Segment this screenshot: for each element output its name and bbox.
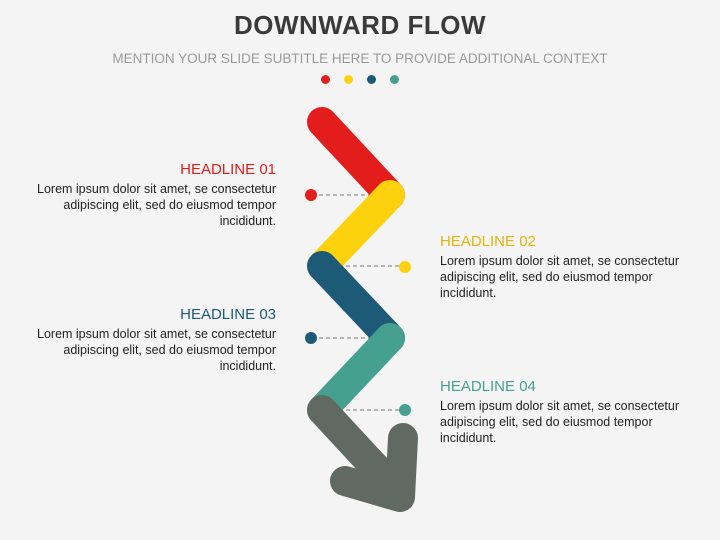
step-04-block: HEADLINE 04 Lorem ipsum dolor sit amet, … (440, 378, 680, 446)
red-dot (321, 75, 330, 84)
step-02-headline: HEADLINE 02 (440, 233, 536, 250)
color-dots (0, 75, 720, 84)
segment-red (307, 107, 405, 210)
connector-dot-04 (399, 404, 411, 416)
connector-dot-01 (305, 189, 317, 201)
segment-navy (307, 251, 405, 353)
teal-dot (390, 75, 399, 84)
step-02-text: Lorem ipsum dolor sit amet, se consectet… (440, 254, 679, 300)
segment-gray (307, 395, 400, 493)
slide-title: DOWNWARD FLOW (233, 10, 486, 40)
step-01-headline: HEADLINE 01 (180, 161, 276, 178)
yellow-dot (344, 75, 353, 84)
slide-subtitle: MENTION YOUR SLIDE SUBTITLE HERE TO PROV… (112, 51, 608, 66)
step-01-block: HEADLINE 01 Lorem ipsum dolor sit amet, … (36, 161, 276, 229)
step-03-block: HEADLINE 03 Lorem ipsum dolor sit amet, … (36, 306, 276, 374)
step-04-text: Lorem ipsum dolor sit amet, se consectet… (440, 399, 679, 445)
connector-dot-03 (305, 332, 317, 344)
step-02-block: HEADLINE 02 Lorem ipsum dolor sit amet, … (440, 233, 680, 301)
segment-yellow (307, 180, 405, 281)
navy-dot (367, 75, 376, 84)
step-01-text: Lorem ipsum dolor sit amet, se consectet… (37, 182, 276, 228)
step-04-headline: HEADLINE 04 (440, 378, 536, 395)
connector-dot-02 (399, 261, 411, 273)
arrow-head (330, 423, 418, 512)
step-03-text: Lorem ipsum dolor sit amet, se consectet… (37, 327, 276, 373)
step-03-headline: HEADLINE 03 (180, 306, 276, 323)
segment-teal (307, 323, 405, 425)
